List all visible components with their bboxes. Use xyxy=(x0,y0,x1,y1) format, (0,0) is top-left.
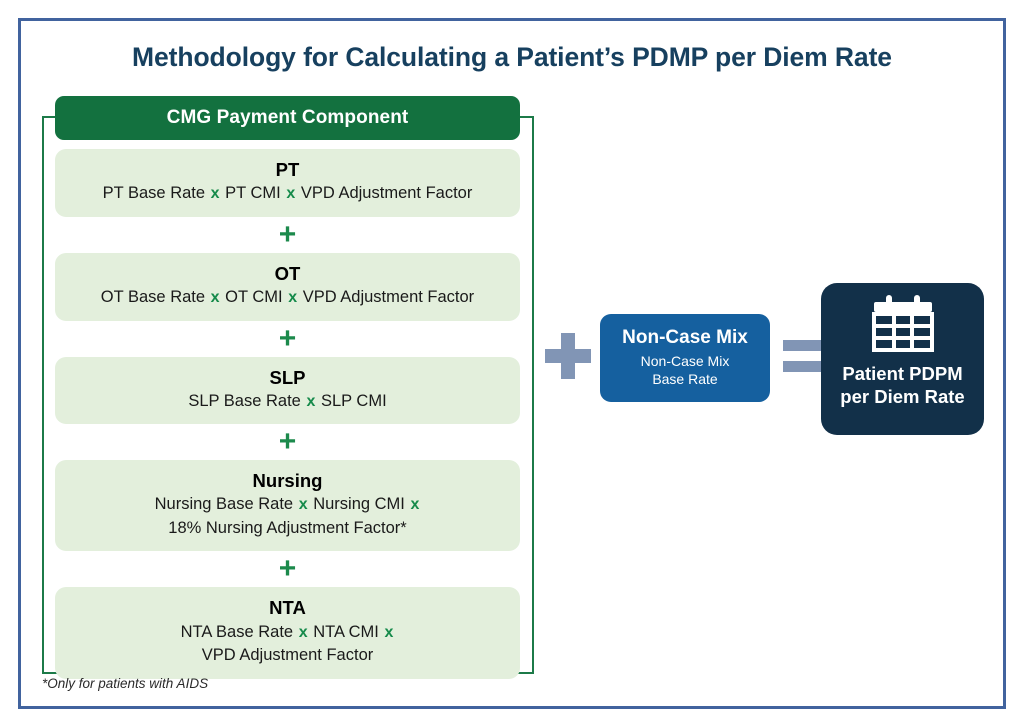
multiply-icon: x xyxy=(306,392,316,410)
component-title-ot: OT xyxy=(274,262,301,284)
non-case-mix-box: Non-Case Mix Non-Case Mix Base Rate xyxy=(600,314,770,402)
component-formula-pt: PT Base Rate x PT CMI x VPD Adjustment F… xyxy=(61,182,514,206)
component-formula-nta-line2: VPD Adjustment Factor xyxy=(201,646,374,665)
formula-term: NTA Base Rate xyxy=(180,622,294,641)
component-formula-nursing-line1: Nursing Base Rate x Nursing CMI x xyxy=(61,493,514,517)
cmg-header: CMG Payment Component xyxy=(55,96,520,140)
plus-connector: + xyxy=(278,425,297,459)
multiply-icon: x xyxy=(384,623,394,641)
component-title-pt: PT xyxy=(275,159,300,180)
component-box-ot: OT OT Base Rate x OT CMI x VPD Adjustmen… xyxy=(55,252,520,321)
patient-pdpm-label-line2: per Diem Rate xyxy=(840,385,965,407)
plus-connector: + xyxy=(278,321,297,355)
non-case-mix-subtitle-line2: Base Rate xyxy=(652,370,718,387)
patient-pdpm-label-line1: Patient PDPM xyxy=(842,363,963,384)
component-formula-slp: SLP Base Rate x SLP CMI xyxy=(61,390,514,414)
formula-term: Nursing CMI xyxy=(313,495,405,514)
formula-term: NTA CMI xyxy=(313,622,379,641)
component-title-nta: NTA xyxy=(269,597,306,619)
plus-operator-icon xyxy=(545,333,591,379)
formula-term: VPD Adjustment Factor xyxy=(300,184,473,203)
multiply-icon: x xyxy=(288,288,298,306)
equals-top-bar xyxy=(783,340,825,351)
formula-term: OT Base Rate xyxy=(100,287,206,306)
footnote: *Only for patients with AIDS xyxy=(42,676,209,691)
cmg-bracket-top-right-stub xyxy=(516,116,534,118)
non-case-mix-title: Non-Case Mix xyxy=(622,327,748,348)
formula-term: Nursing Base Rate xyxy=(154,495,294,514)
plus-connector: + xyxy=(278,552,297,586)
calendar-icon xyxy=(870,295,936,357)
multiply-icon: x xyxy=(210,288,220,306)
formula-term: SLP Base Rate xyxy=(188,391,301,410)
component-box-slp: SLP SLP Base Rate x SLP CMI xyxy=(55,356,520,425)
component-formula-nta-line1: NTA Base Rate x NTA CMI x xyxy=(61,621,514,645)
multiply-icon: x xyxy=(298,496,308,514)
component-box-pt: PT PT Base Rate x PT CMI x VPD Adjustmen… xyxy=(55,149,520,217)
multiply-icon: x xyxy=(286,185,296,203)
formula-term: PT Base Rate xyxy=(102,184,206,203)
cmg-bracket-top-left-stub xyxy=(42,116,60,118)
non-case-mix-subtitle: Non-Case Mix Base Rate xyxy=(600,353,770,389)
plus-connector: + xyxy=(278,217,297,251)
equals-bottom-bar xyxy=(783,361,825,372)
plus-vertical-bar xyxy=(561,333,575,379)
formula-term: OT CMI xyxy=(225,287,283,306)
component-box-nursing: Nursing Nursing Base Rate x Nursing CMI … xyxy=(55,460,520,552)
cmg-payment-component-group: CMG Payment Component PT PT Base Rate x … xyxy=(55,96,520,679)
component-formula-nursing-line2: 18% Nursing Adjustment Factor* xyxy=(168,519,407,538)
component-title-slp: SLP xyxy=(269,366,306,388)
component-title-nursing: Nursing xyxy=(252,470,323,492)
page-title: Methodology for Calculating a Patient’s … xyxy=(132,42,892,72)
patient-pdpm-label: Patient PDPM per Diem Rate xyxy=(821,363,984,408)
multiply-icon: x xyxy=(410,496,420,514)
multiply-icon: x xyxy=(210,185,220,203)
non-case-mix-subtitle-line1: Non-Case Mix xyxy=(640,352,730,369)
equals-operator-icon xyxy=(783,340,825,372)
component-box-nta: NTA NTA Base Rate x NTA CMI x VPD Adjust… xyxy=(55,587,520,679)
patient-pdpm-result-box: Patient PDPM per Diem Rate xyxy=(821,283,984,435)
component-formula-ot: OT Base Rate x OT CMI x VPD Adjustment F… xyxy=(61,286,514,310)
formula-term: SLP CMI xyxy=(320,391,387,410)
formula-term: PT CMI xyxy=(225,184,281,203)
formula-term: VPD Adjustment Factor xyxy=(302,287,475,306)
multiply-icon: x xyxy=(298,623,308,641)
